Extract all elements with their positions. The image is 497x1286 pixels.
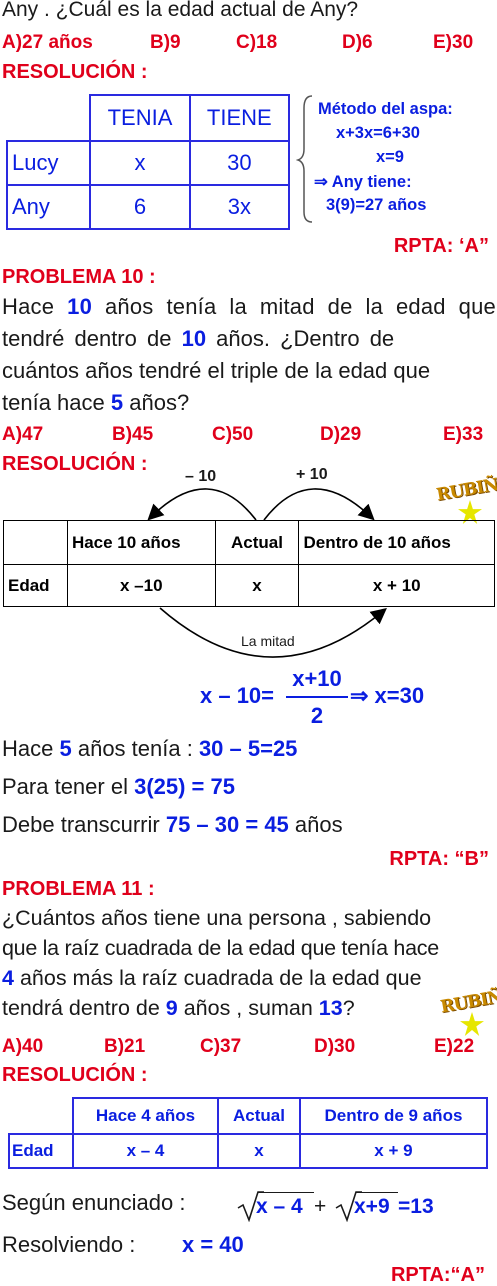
p11-cell-hace4: x – 4 — [71, 1133, 220, 1169]
rubinos-logo-2: RUBIÑOS — [438, 982, 497, 1018]
p11-header-dentro9: Dentro de 9 años — [298, 1097, 489, 1135]
p9-method-result: 3(9)=27 años — [326, 196, 427, 214]
logo-star-icon-2 — [460, 1012, 484, 1036]
p10-header-hace10: Hace 10 años — [66, 520, 216, 565]
p11-eq-13: =13 — [398, 1195, 434, 1218]
p11-cell-actual: x — [217, 1133, 301, 1169]
p10-eq-num: x+10 — [292, 666, 342, 691]
p10-option-e: E)33 — [443, 424, 484, 445]
p10-options: A)47 B)45 C)50 D)29 E)33 — [0, 424, 497, 448]
p10-line-transcurrir: Debe transcurrir 75 – 30 = 45 años — [2, 812, 343, 837]
p11-resolviendo-label: Resolviendo : — [2, 1232, 136, 1257]
p9-method-x: x=9 — [376, 148, 404, 166]
p10-cell-dentro10: x + 10 — [298, 564, 495, 607]
p10-cell-hace10: x –10 — [66, 564, 216, 607]
p10-option-b: B)45 — [112, 424, 154, 445]
p11-option-b: B)21 — [104, 1036, 146, 1057]
p9-option-a: A)27 años — [2, 32, 93, 53]
p11-statement-line-1: ¿Cuántos años tiene una persona , sabien… — [2, 906, 432, 930]
p9-row-lucy-label: Lucy — [5, 140, 92, 186]
p10-title: PROBLEMA 10 : — [2, 266, 156, 288]
p11-sqrt-bar-1 — [258, 1192, 314, 1193]
p11-answer: RPTA:“A” — [390, 1264, 485, 1286]
p11-option-c: C)37 — [200, 1036, 242, 1057]
p10-statement-line-3: cuántos años tendré el triple de la edad… — [2, 358, 431, 383]
p11-statement-line-3: 4 años más la raíz cuadrada de la edad q… — [2, 966, 422, 990]
rubinos-logo-1: RUBIÑOS — [434, 470, 497, 506]
p10-arrow-left-label: – 10 — [185, 468, 217, 485]
p9-method-eq: x+3x=6+30 — [336, 124, 420, 142]
p11-table: Hace 4 años Actual Dentro de 9 años Edad… — [8, 1097, 489, 1169]
p9-option-b: B)9 — [150, 32, 181, 53]
p11-sqrt-bar-2 — [356, 1192, 398, 1193]
p9-option-d: D)6 — [342, 32, 373, 53]
p9-resolucion: RESOLUCIÓN : — [2, 61, 148, 83]
p10-statement-line-4: tenía hace 5 años? — [2, 390, 190, 415]
p9-option-c: C)18 — [236, 32, 278, 53]
p10-arc-la-mitad — [159, 607, 387, 658]
p10-line-hace5: Hace 5 años tenía : 30 – 5=25 — [2, 736, 298, 761]
p9-header-tiene: TIENE — [188, 94, 291, 142]
p11-statement-line-2: que la raíz cuadrada de la edad que tení… — [2, 936, 439, 960]
p11-options: A)40 B)21 C)37 D)30 E)22 — [0, 1036, 497, 1060]
p11-result: x = 40 — [182, 1232, 244, 1257]
p11-sqrt-arg-2: x+9 — [354, 1195, 390, 1218]
p10-statement-line-1: Hace 10 años tenía la mitad de la edad q… — [2, 294, 496, 319]
p11-segun-label: Según enunciado : — [2, 1190, 186, 1215]
p9-any-tiene: 3x — [188, 184, 291, 230]
p9-lucy-tenia: x — [89, 140, 191, 186]
p10-table: Hace 10 años Actual Dentro de 10 años Ed… — [3, 520, 495, 607]
p9-row-any-label: Any — [5, 184, 92, 230]
p11-cell-dentro9: x + 9 — [298, 1133, 489, 1169]
p9-option-e: E)30 — [433, 32, 474, 53]
p10-statement-line-2: tendré dentro de 10 años. ¿Dentro de — [2, 326, 395, 351]
p11-table-corner — [9, 1098, 74, 1135]
p10-cell-actual: x — [214, 564, 300, 607]
p9-table: TENIA TIENE Lucy x 30 Any 6 3x — [5, 94, 291, 230]
p10-arrows — [147, 488, 375, 521]
p10-option-a: A)47 — [2, 424, 44, 445]
p10-option-d: D)29 — [320, 424, 362, 445]
p11-row-label-edad: Edad — [8, 1133, 74, 1169]
p11-option-e: E)22 — [434, 1036, 475, 1057]
p10-eq-fraction-bar — [286, 696, 348, 698]
p9-method-any: ⇒ Any tiene: — [314, 173, 412, 191]
p10-eq-den: 2 — [310, 703, 324, 728]
p10-table-corner — [3, 520, 68, 565]
p9-table-corner — [7, 95, 92, 142]
p11-header-actual: Actual — [217, 1097, 301, 1135]
p9-header-tenia: TENIA — [89, 94, 191, 142]
p9-question-tail: Any . ¿Cuál es la edad actual de Any? — [2, 0, 359, 21]
p10-header-dentro10: Dentro de 10 años — [298, 520, 495, 565]
p9-answer: RPTA: ‘A” — [393, 235, 489, 257]
p11-statement-line-4: tendrá dentro de 9 años , suman 13? — [2, 996, 355, 1020]
p11-title: PROBLEMA 11 : — [2, 878, 155, 900]
p9-brace — [296, 95, 313, 223]
p11-resolucion: RESOLUCIÓN : — [2, 1064, 148, 1086]
p9-method-title: Método del aspa: — [318, 100, 453, 118]
p10-resolucion: RESOLUCIÓN : — [2, 453, 148, 475]
p10-row-label-edad: Edad — [3, 564, 68, 607]
p11-option-a: A)40 — [2, 1036, 44, 1057]
p11-sqrt-arg-1: x – 4 — [256, 1195, 303, 1218]
p9-options: A)27 años B)9 C)18 D)6 E)30 — [0, 32, 497, 56]
p10-eq-right: ⇒ x=30 — [350, 683, 425, 708]
p11-header-hace4: Hace 4 años — [71, 1097, 220, 1135]
p10-header-actual: Actual — [214, 520, 300, 565]
p10-eq-left: x – 10= — [200, 683, 275, 708]
p10-option-c: C)50 — [212, 424, 254, 445]
p11-option-d: D)30 — [314, 1036, 356, 1057]
p10-arrow-right-label: + 10 — [296, 466, 328, 483]
p10-arc-label: La mitad — [241, 633, 295, 649]
p11-plus: + — [314, 1195, 327, 1218]
p10-answer: RPTA: “B” — [389, 848, 489, 870]
p9-any-tenia: 6 — [89, 184, 191, 230]
p9-lucy-tiene: 30 — [188, 140, 291, 186]
p10-line-triple: Para tener el 3(25) = 75 — [2, 774, 235, 799]
